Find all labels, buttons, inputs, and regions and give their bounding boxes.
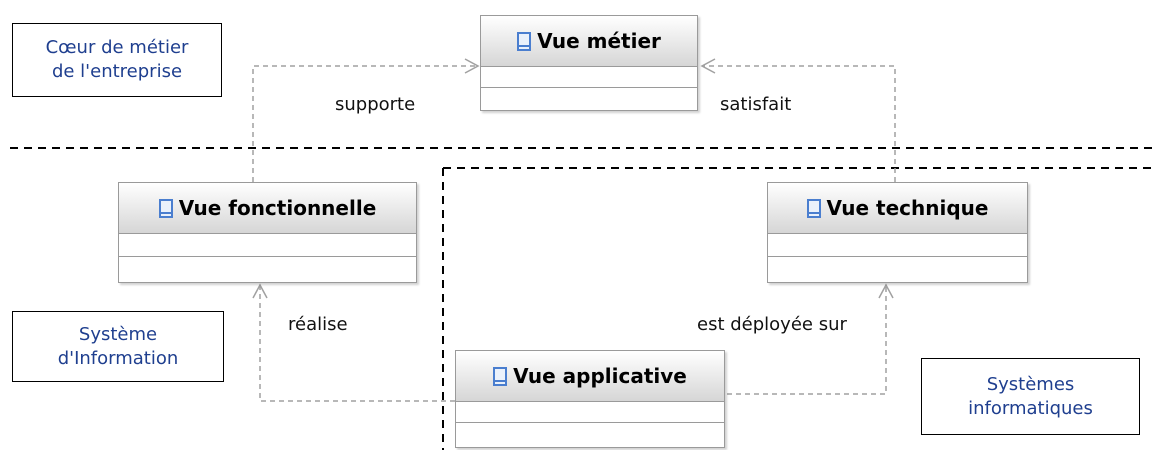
relation-label-realise: réalise [288,314,348,335]
note-systeme-information: Système d'Information [12,311,224,382]
relation-label-satisfait: satisfait [720,94,792,115]
operations-compartment [481,88,697,108]
attributes-compartment [481,67,697,88]
class-title: Vue technique [826,196,989,220]
class-header: Vue applicative [456,351,724,402]
class-title: Vue applicative [513,364,687,388]
class-vue-applicative[interactable]: Vue applicative [455,350,725,448]
connector-deployee [727,285,887,395]
class-icon [158,198,173,218]
class-header: Vue fonctionnelle [119,183,416,234]
relation-label-deployee: est déployée sur [697,314,847,335]
arrowhead-supporte [464,58,480,74]
note-coeur-de-metier: Cœur de métier de l'entreprise [12,23,222,97]
arrowhead-deployee [878,283,894,299]
connector-supporte [252,65,478,182]
relation-label-supporte: supporte [335,94,416,115]
note-systemes-informatiques: Systèmes informatiques [921,358,1140,435]
class-header: Vue métier [481,16,697,67]
arrowhead-satisfait [700,58,716,74]
arrowhead-realise [252,283,268,299]
connector-satisfait [702,65,896,182]
class-title: Vue métier [537,29,661,53]
operations-compartment [119,257,416,279]
operations-compartment [768,257,1027,279]
class-icon [517,31,532,51]
class-icon [493,366,508,386]
attributes-compartment [456,402,724,423]
class-vue-technique[interactable]: Vue technique [767,182,1028,283]
class-icon [806,198,821,218]
class-vue-fonctionnelle[interactable]: Vue fonctionnelle [118,182,417,283]
attributes-compartment [119,234,416,257]
class-header: Vue technique [768,183,1027,234]
connector-realise [259,285,455,402]
operations-compartment [456,423,724,443]
class-title: Vue fonctionnelle [178,196,377,220]
attributes-compartment [768,234,1027,257]
class-vue-metier[interactable]: Vue métier [480,15,698,111]
